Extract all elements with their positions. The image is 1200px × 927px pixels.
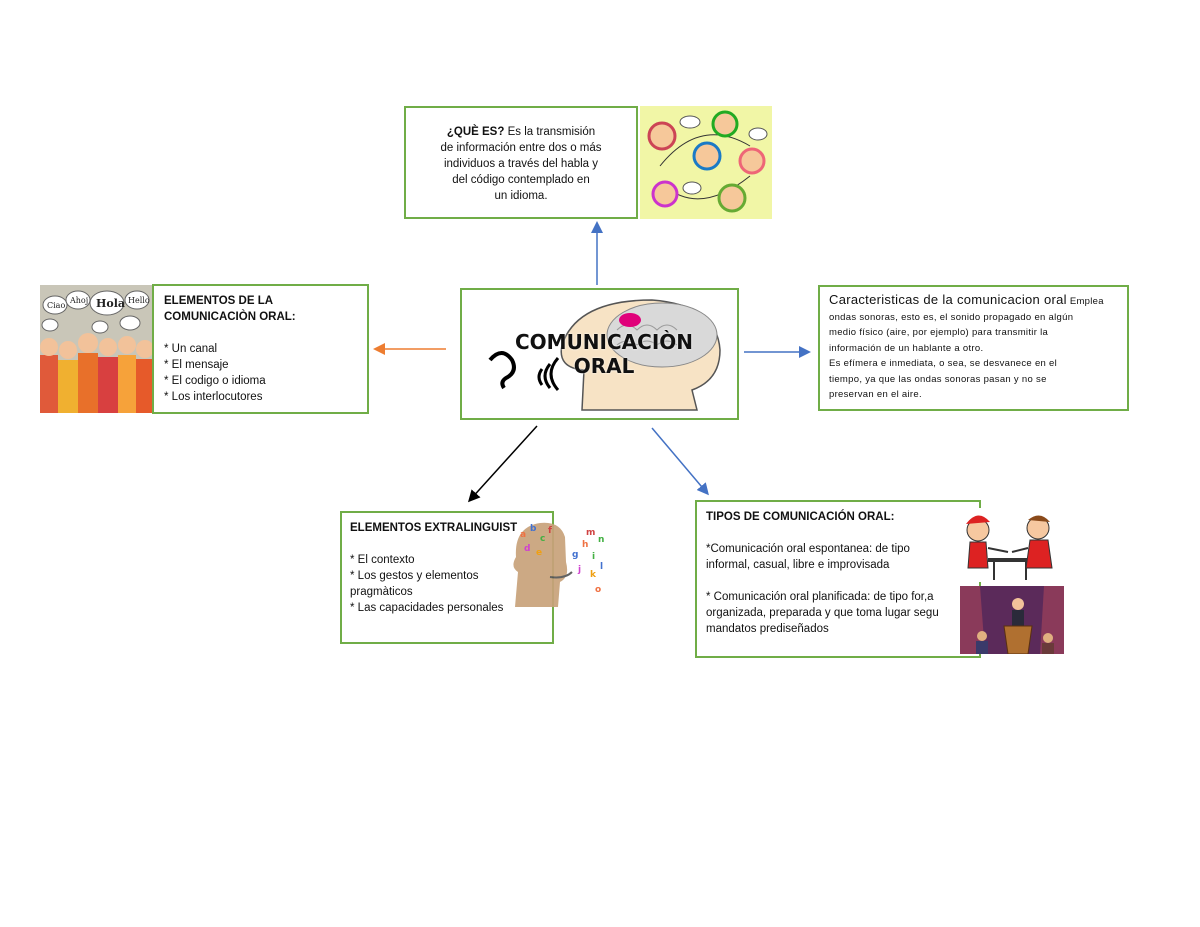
- central-title-line1: COMUNICACIÒN: [514, 330, 694, 354]
- caracteristicas-line: información de un hablante a otro.: [829, 342, 984, 354]
- tipos-line: * Comunicación oral planificada: de tipo…: [706, 591, 934, 603]
- people-greetings-image: Ciao Ahoj Hola Hello: [40, 285, 154, 413]
- tipos-line: organizada, preparada y que toma lugar s…: [706, 607, 939, 619]
- caracteristicas-line: medio físico (aire, por ejemplo) para tr…: [829, 327, 1049, 338]
- que-es-line: individuos a través del habla y: [443, 158, 599, 170]
- svg-text:e: e: [536, 548, 542, 558]
- elementos-heading: ELEMENTOS DE LA: [164, 295, 274, 307]
- elementos-item: * El mensaje: [164, 359, 229, 371]
- svg-text:b: b: [530, 524, 537, 534]
- extralinguisticos-box: ELEMENTOS EXTRALINGUIST * El contexto * …: [340, 511, 554, 644]
- svg-text:m: m: [586, 528, 595, 538]
- que-es-heading: ¿QUÈ ES?: [446, 126, 505, 138]
- bubble-text: Ahoj: [69, 296, 88, 305]
- que-es-line: Es la transmisión: [507, 126, 596, 138]
- extralinguisticos-item: * Las capacidades personales: [350, 602, 504, 614]
- svg-text:k: k: [590, 570, 597, 580]
- caracteristicas-box: Caracteristicas de la comunicacion oral …: [818, 285, 1129, 411]
- svg-text:f: f: [548, 526, 552, 536]
- svg-text:h: h: [582, 540, 588, 550]
- svg-text:g: g: [572, 550, 578, 560]
- svg-text:n: n: [598, 535, 604, 545]
- central-title-line2: ORAL: [573, 354, 635, 378]
- svg-text:l: l: [600, 562, 603, 572]
- svg-text:a: a: [520, 530, 526, 540]
- tipos-heading: TIPOS DE COMUNICACIÓN ORAL:: [706, 511, 895, 523]
- svg-text:d: d: [524, 544, 530, 554]
- caracteristicas-line: ondas sonoras, esto es, el sonido propag…: [829, 311, 1074, 323]
- elementos-item: * Los interlocutores: [164, 391, 263, 403]
- central-title: COMUNICACIÒN ORAL: [504, 330, 704, 378]
- caracteristicas-line: Emplea: [1069, 296, 1104, 307]
- caracteristicas-line: preservan en el aire.: [829, 389, 922, 400]
- bubble-text: Ciao: [47, 301, 65, 310]
- que-es-line: de información entre dos o más: [440, 142, 602, 154]
- tipos-line: informal, casual, libre e improvisada: [706, 559, 890, 571]
- elementos-item: * El codigo o idioma: [164, 375, 266, 387]
- que-es-line: un idioma.: [494, 190, 548, 202]
- svg-text:j: j: [577, 565, 581, 575]
- informal-conversation-image: [958, 508, 1060, 582]
- tipos-box: TIPOS DE COMUNICACIÓN ORAL: *Comunicació…: [695, 500, 981, 658]
- tipos-line: mandatos prediseñados: [706, 623, 829, 635]
- elementos-heading: COMUNICACIÒN ORAL:: [164, 311, 296, 323]
- que-es-line: del código contemplado en: [452, 174, 590, 186]
- caracteristicas-line: tiempo, ya que las ondas sonoras pasan y…: [829, 373, 1047, 385]
- arrow-to-extralinguisticos: [467, 425, 538, 503]
- central-concept-box: COMUNICACIÒN ORAL: [460, 288, 739, 420]
- formal-speech-image: [960, 586, 1064, 654]
- svg-text:o: o: [595, 585, 601, 595]
- children-talking-image: [640, 106, 772, 219]
- elementos-item: * Un canal: [164, 343, 218, 355]
- caracteristicas-line: Es efímera e inmediata, o sea, se desvan…: [829, 358, 1058, 369]
- svg-text:i: i: [592, 552, 595, 562]
- extralinguisticos-item: * Los gestos y elementos: [350, 570, 479, 582]
- bubble-text: Hola: [96, 297, 125, 310]
- bubble-text: Hello: [128, 296, 150, 305]
- elementos-box: ELEMENTOS DE LA COMUNICACIÒN ORAL: * Un …: [152, 284, 369, 414]
- extralinguisticos-item: * El contexto: [350, 554, 415, 566]
- arrow-to-tipos: [651, 427, 709, 496]
- caracteristicas-heading: Caracteristicas de la comunicacion oral: [829, 292, 1067, 307]
- que-es-box: ¿QUÈ ES? Es la transmisión de informació…: [404, 106, 638, 219]
- tipos-line: *Comunicación oral espontanea: de tipo: [706, 543, 910, 555]
- svg-text:c: c: [540, 534, 545, 544]
- extralinguisticos-item: pragmàticos: [350, 586, 413, 598]
- extralinguisticos-heading: ELEMENTOS EXTRALINGUIST: [350, 522, 518, 534]
